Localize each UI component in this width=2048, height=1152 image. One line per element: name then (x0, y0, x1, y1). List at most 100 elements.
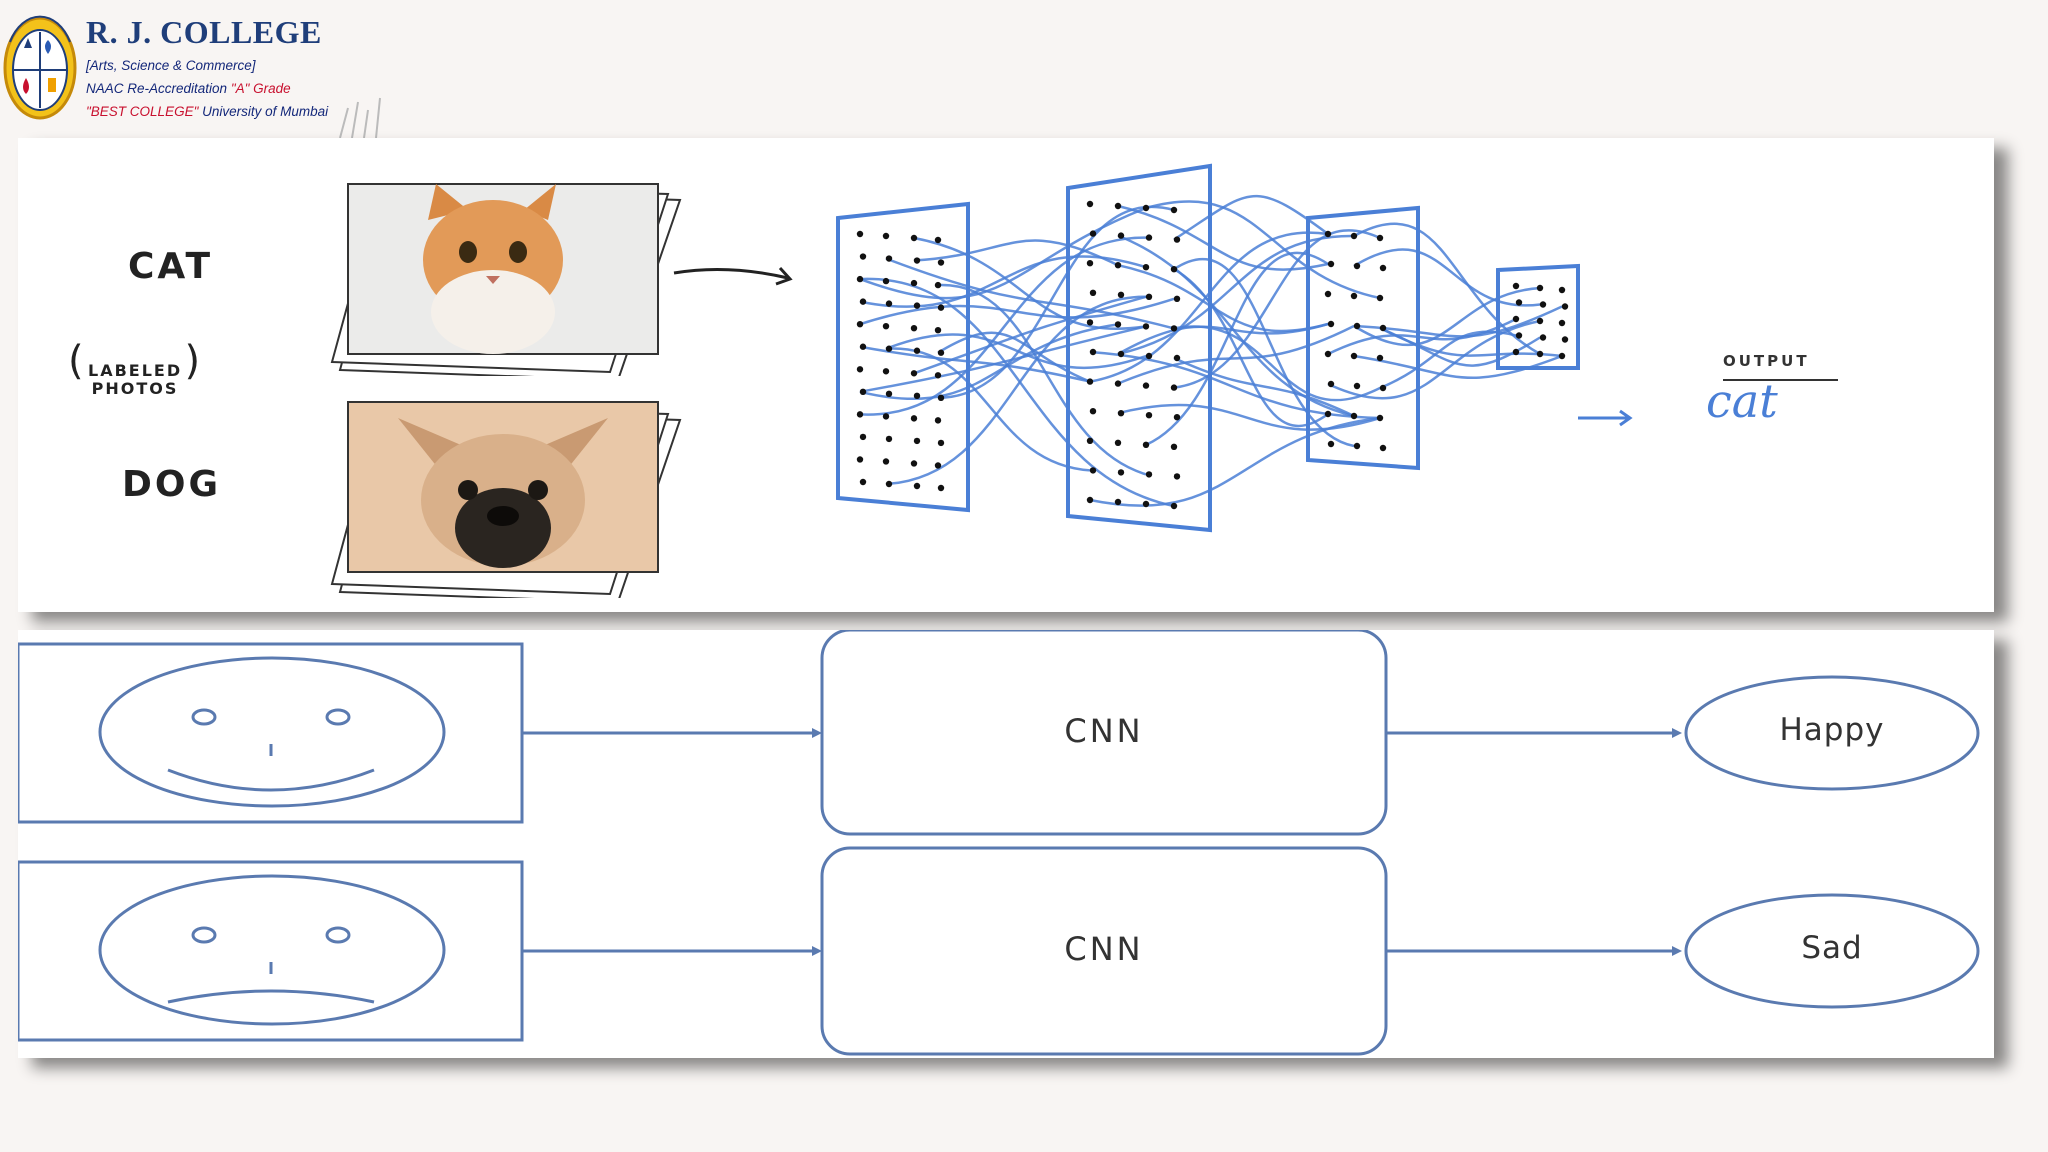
network-node (1089, 230, 1097, 237)
network-connection (913, 239, 1119, 267)
network-node (1539, 301, 1547, 308)
network-node (856, 275, 864, 283)
sad-row (18, 846, 1980, 1056)
photos-text: PHOTOS (91, 379, 179, 398)
network-node (1173, 236, 1181, 243)
network-connection (1353, 286, 1541, 347)
network-node (1086, 260, 1094, 267)
network-connection (859, 236, 1147, 416)
network-node (1558, 319, 1566, 327)
network-node (1117, 469, 1125, 476)
happy-result-label: Happy (1779, 712, 1885, 748)
network-node (882, 368, 890, 375)
network-node (937, 304, 945, 311)
network-node (1512, 315, 1520, 323)
network-connection (885, 295, 1147, 486)
network-node (1327, 440, 1335, 448)
network-node (882, 322, 890, 330)
cat-label: CAT (128, 246, 214, 287)
network-node (1350, 412, 1358, 420)
network-connection (1173, 229, 1381, 389)
network-node (1086, 319, 1094, 326)
network-node (1515, 332, 1523, 339)
network-nodes (856, 200, 1569, 510)
network-node (1089, 348, 1097, 356)
network-node (1327, 320, 1335, 328)
network-node (1145, 471, 1153, 478)
network-node (937, 394, 945, 402)
network-node (1536, 350, 1544, 358)
network-node (934, 326, 942, 334)
network-node (1376, 414, 1384, 422)
network-connection (885, 333, 1147, 370)
network-connection (1117, 234, 1355, 418)
network-node (1145, 293, 1153, 300)
network-node (1170, 384, 1178, 391)
network-connection (1117, 324, 1355, 385)
network-node (1379, 264, 1387, 272)
neural-network-diagram (673, 163, 1838, 533)
network-node (910, 415, 918, 422)
network-node (1379, 444, 1387, 452)
network-node (1114, 439, 1122, 446)
dog-photo (347, 401, 659, 573)
neural-network-panel: CAT ( LABELED PHOTOS ) DOG (18, 138, 1994, 612)
best-college-text: "BEST COLLEGE" (86, 104, 199, 119)
network-node (1350, 292, 1358, 300)
network-connection (885, 347, 1091, 472)
network-node (882, 277, 890, 285)
network-node (913, 302, 921, 309)
network-node (1376, 294, 1384, 302)
network-node (885, 480, 893, 488)
network-node (1114, 380, 1122, 387)
network-node (1376, 354, 1384, 362)
cnn-flow-diagram (18, 630, 1980, 1056)
network-node (1536, 284, 1544, 292)
network-node (1515, 299, 1523, 306)
network-node (910, 279, 918, 287)
network-connection (1327, 317, 1517, 356)
network-node (1117, 350, 1125, 358)
network-node (1173, 354, 1181, 362)
network-connection (859, 323, 1119, 401)
network-connection (1353, 248, 1541, 307)
university-text: University of Mumbai (198, 104, 329, 119)
network-node (859, 253, 867, 260)
network-node (1089, 467, 1097, 474)
sad-face-icon (98, 874, 446, 1026)
network-connection (885, 257, 1175, 330)
network-node (1114, 262, 1122, 269)
network-connection (1173, 356, 1355, 418)
network-connection (859, 325, 1147, 394)
network-node (934, 417, 942, 424)
network-node (1170, 206, 1178, 214)
naac-grade: "A" Grade (230, 81, 291, 96)
network-node (1350, 232, 1358, 240)
college-name: R. J. COLLEGE (86, 14, 322, 50)
network-connection (1117, 234, 1355, 356)
network-node (1142, 204, 1150, 212)
sad-face-box (18, 860, 524, 1042)
network-node (1173, 295, 1181, 302)
labeled-text: LABELED (88, 361, 183, 380)
network-node (1353, 322, 1361, 330)
network-node (1558, 286, 1566, 294)
output-label: OUTPUT (1723, 352, 1810, 370)
network-connection (1145, 200, 1381, 300)
network-node (1142, 500, 1150, 508)
network-node (1327, 260, 1335, 268)
best-college-line: "BEST COLLEGE" University of Mumbai (86, 104, 328, 119)
cat-photo (347, 183, 659, 355)
network-node (856, 456, 864, 463)
network-layer-3 (1306, 205, 1420, 471)
network-node (1170, 502, 1178, 510)
network-node (1086, 378, 1094, 385)
college-streams: [Arts, Science & Commerce] (86, 58, 256, 73)
network-node (882, 413, 890, 420)
network-connection (1117, 403, 1381, 431)
network-node (1145, 234, 1153, 241)
network-node (1145, 352, 1153, 360)
network-node (856, 366, 864, 373)
college-logo-block: R. J. COLLEGE [Arts, Science & Commerce]… (0, 6, 328, 130)
network-connection (1173, 194, 1329, 241)
